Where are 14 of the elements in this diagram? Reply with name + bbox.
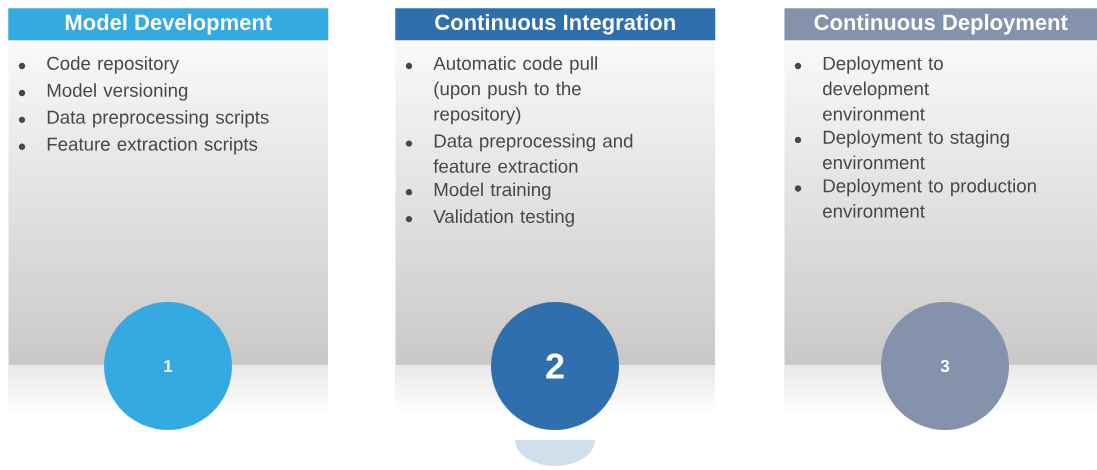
bullet-item: Deployment to production environment (794, 178, 1036, 218)
bullet-item: Deployment to development environment (794, 56, 943, 121)
bullet-item: Validation testing (405, 209, 574, 227)
bullet-item: Model versioning (18, 83, 188, 101)
header-band: Continuous Deployment (784, 8, 1097, 41)
bullet-item: Code repository (18, 56, 179, 74)
bullet-item: Feature extraction scripts (18, 137, 258, 155)
bullet-item: Data preprocessing and feature extraction (405, 133, 633, 173)
bullet-item: Model training (405, 182, 551, 200)
bullet-item: Automatic code pull (upon push to the repository) (405, 56, 597, 125)
bullet-item: Deployment to staging environment (794, 130, 1009, 170)
bullet-item: Data preprocessing scripts (18, 110, 269, 128)
header-band: Continuous Integration (395, 8, 716, 41)
header-band: Model Development (8, 8, 329, 41)
